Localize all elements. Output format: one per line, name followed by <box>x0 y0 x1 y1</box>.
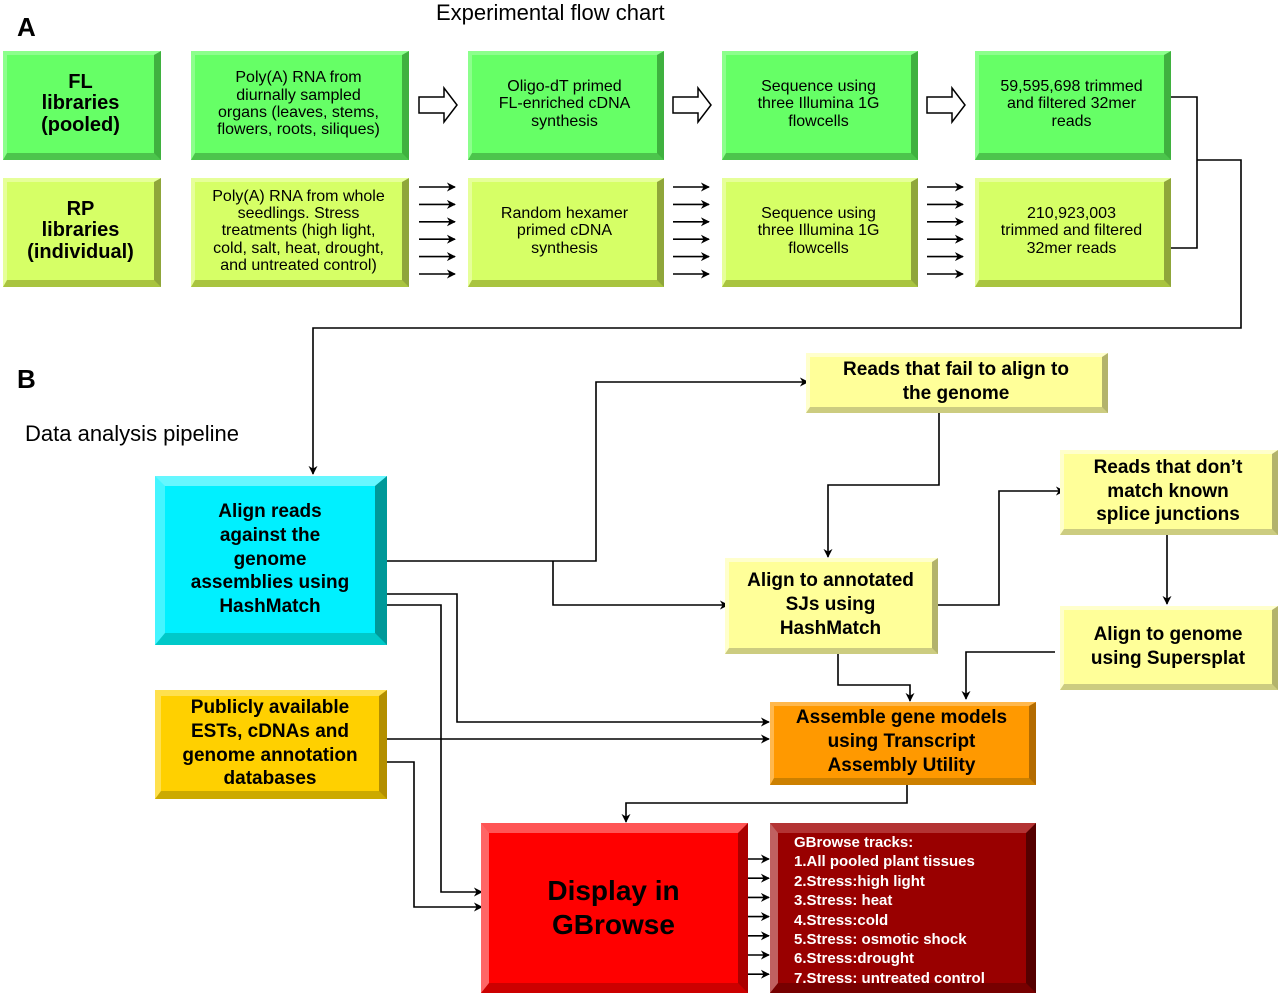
track-item: 7.Stress: untreated control <box>794 969 985 987</box>
node-reads-fail-align: Reads that fail to align to the genome <box>806 353 1108 413</box>
rp-step-sequencing: Sequence using three Illumina 1G flowcel… <box>722 178 918 287</box>
fl-step-sequencing: Sequence using three Illumina 1G flowcel… <box>722 51 918 160</box>
track-item: 5.Stress: osmotic shock <box>794 931 967 949</box>
panel-b-letter: B <box>17 364 36 394</box>
panel-a-title: Experimental flow chart <box>436 0 665 25</box>
node-reads-no-splice-match: Reads that don’t match known splice junc… <box>1060 450 1278 535</box>
rp-step-reads-count: 210,923,003 trimmed and filtered 32mer r… <box>975 178 1171 287</box>
block-arrow-group <box>418 85 966 125</box>
wire-fl-reads-merge <box>1168 96 1198 249</box>
block-arrow-icon <box>418 85 458 125</box>
track-item: 6.Stress:drought <box>794 950 915 968</box>
block-arrow-icon <box>926 85 966 125</box>
wire-supersplat-to-assemble <box>961 651 1055 700</box>
rp-libraries-label: RP libraries (individual) <box>3 178 161 287</box>
wire-align-to-fail <box>385 377 809 562</box>
node-display-gbrowse: Display in GBrowse <box>481 823 748 993</box>
rp-step-rna-source: Poly(A) RNA from whole seedlings. Stress… <box>191 178 409 287</box>
track-item: 1.All pooled plant tissues <box>794 853 975 871</box>
fl-step-reads-count: 59,595,698 trimmed and filtered 32mer re… <box>975 51 1171 160</box>
node-align-annotated-sjs: Align to annotated SJs using HashMatch <box>725 558 938 654</box>
wire-sjs-to-assemble <box>837 653 915 702</box>
rp-step-cdna-synthesis: Random hexamer primed cDNA synthesis <box>468 178 664 287</box>
track-item: 2.Stress:high light <box>794 872 925 890</box>
node-public-databases: Publicly available ESTs, cDNAs and genom… <box>155 690 387 799</box>
wire-align-to-gbrowse <box>385 604 483 897</box>
wire-sjs-to-nomatch <box>933 486 1065 606</box>
node-align-supersplat: Align to genome using Supersplat <box>1060 606 1278 690</box>
wire-public-to-gbrowse <box>385 761 483 912</box>
fl-libraries-label: FL libraries (pooled) <box>3 51 161 160</box>
block-arrow-icon <box>672 85 712 125</box>
gbrowse-tracks-box: GBrowse tracks: 1.All pooled plant tissu… <box>770 823 1036 993</box>
node-align-reads-hashmatch: Align reads against the genome assemblie… <box>155 476 387 645</box>
tracks-heading: GBrowse tracks: <box>794 834 914 851</box>
wire-align-to-assemble <box>385 593 770 727</box>
track-arrow-group <box>745 854 770 979</box>
track-item: 3.Stress: heat <box>794 892 893 910</box>
wire-merge-to-align <box>308 159 1242 475</box>
panel-b-title: Data analysis pipeline <box>25 421 240 446</box>
track-item: 4.Stress:cold <box>794 911 889 929</box>
wire-fail-to-sjs <box>823 412 940 558</box>
fl-step-cdna-synthesis: Oligo-dT primed FL-enriched cDNA synthes… <box>468 51 664 160</box>
wire-assemble-to-gbrowse <box>621 782 908 823</box>
fl-step-rna-source: Poly(A) RNA from diurnally sampled organ… <box>191 51 409 160</box>
node-assemble-gene-models: Assemble gene models using Transcript As… <box>770 702 1036 785</box>
parallel-arrow-group <box>419 182 964 279</box>
wire-align-to-sjs <box>552 561 729 610</box>
panel-a-letter: A <box>17 12 36 42</box>
